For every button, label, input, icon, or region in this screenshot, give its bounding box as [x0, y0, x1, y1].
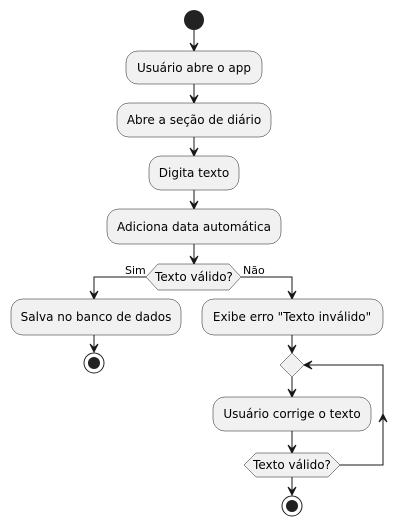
action-save-db: Salva no banco de dados: [10, 298, 182, 336]
action-show-error-label: Exibe erro "Texto inválido": [213, 310, 371, 324]
action-open-app: Usuário abre o app: [125, 50, 263, 85]
decision-valid-text: Texto válido?: [145, 263, 242, 291]
action-open-app-label: Usuário abre o app: [137, 61, 251, 75]
action-open-diary: Abre a seção de diário: [116, 102, 272, 138]
merge-node: [279, 352, 305, 378]
action-save-db-label: Salva no banco de dados: [21, 310, 172, 324]
action-add-date: Adiciona data automática: [106, 208, 282, 245]
end-node-left: [83, 352, 105, 374]
start-node: [184, 10, 204, 30]
action-user-fix-label: Usuário corrige o texto: [223, 407, 360, 421]
edge-decision-no: [241, 276, 293, 295]
end-node-right: [281, 495, 303, 517]
action-user-fix: Usuário corrige o texto: [212, 396, 372, 432]
edges: [89, 30, 388, 497]
action-type-text: Digita texto: [148, 155, 240, 191]
action-show-error: Exibe erro "Texto inválido": [201, 298, 384, 336]
branch-yes-label: Sim: [125, 264, 146, 277]
action-add-date-label: Adiciona data automática: [117, 220, 271, 234]
action-type-text-label: Digita texto: [159, 166, 229, 180]
decision-repeat-check-label: Texto válido?: [252, 458, 331, 472]
decision-repeat-check: Texto válido?: [243, 452, 341, 478]
decision-valid-text-label: Texto válido?: [154, 270, 233, 284]
action-open-diary-label: Abre a seção de diário: [127, 113, 261, 127]
edge-decision-yes: [93, 276, 146, 295]
branch-no-label: Não: [243, 264, 265, 277]
